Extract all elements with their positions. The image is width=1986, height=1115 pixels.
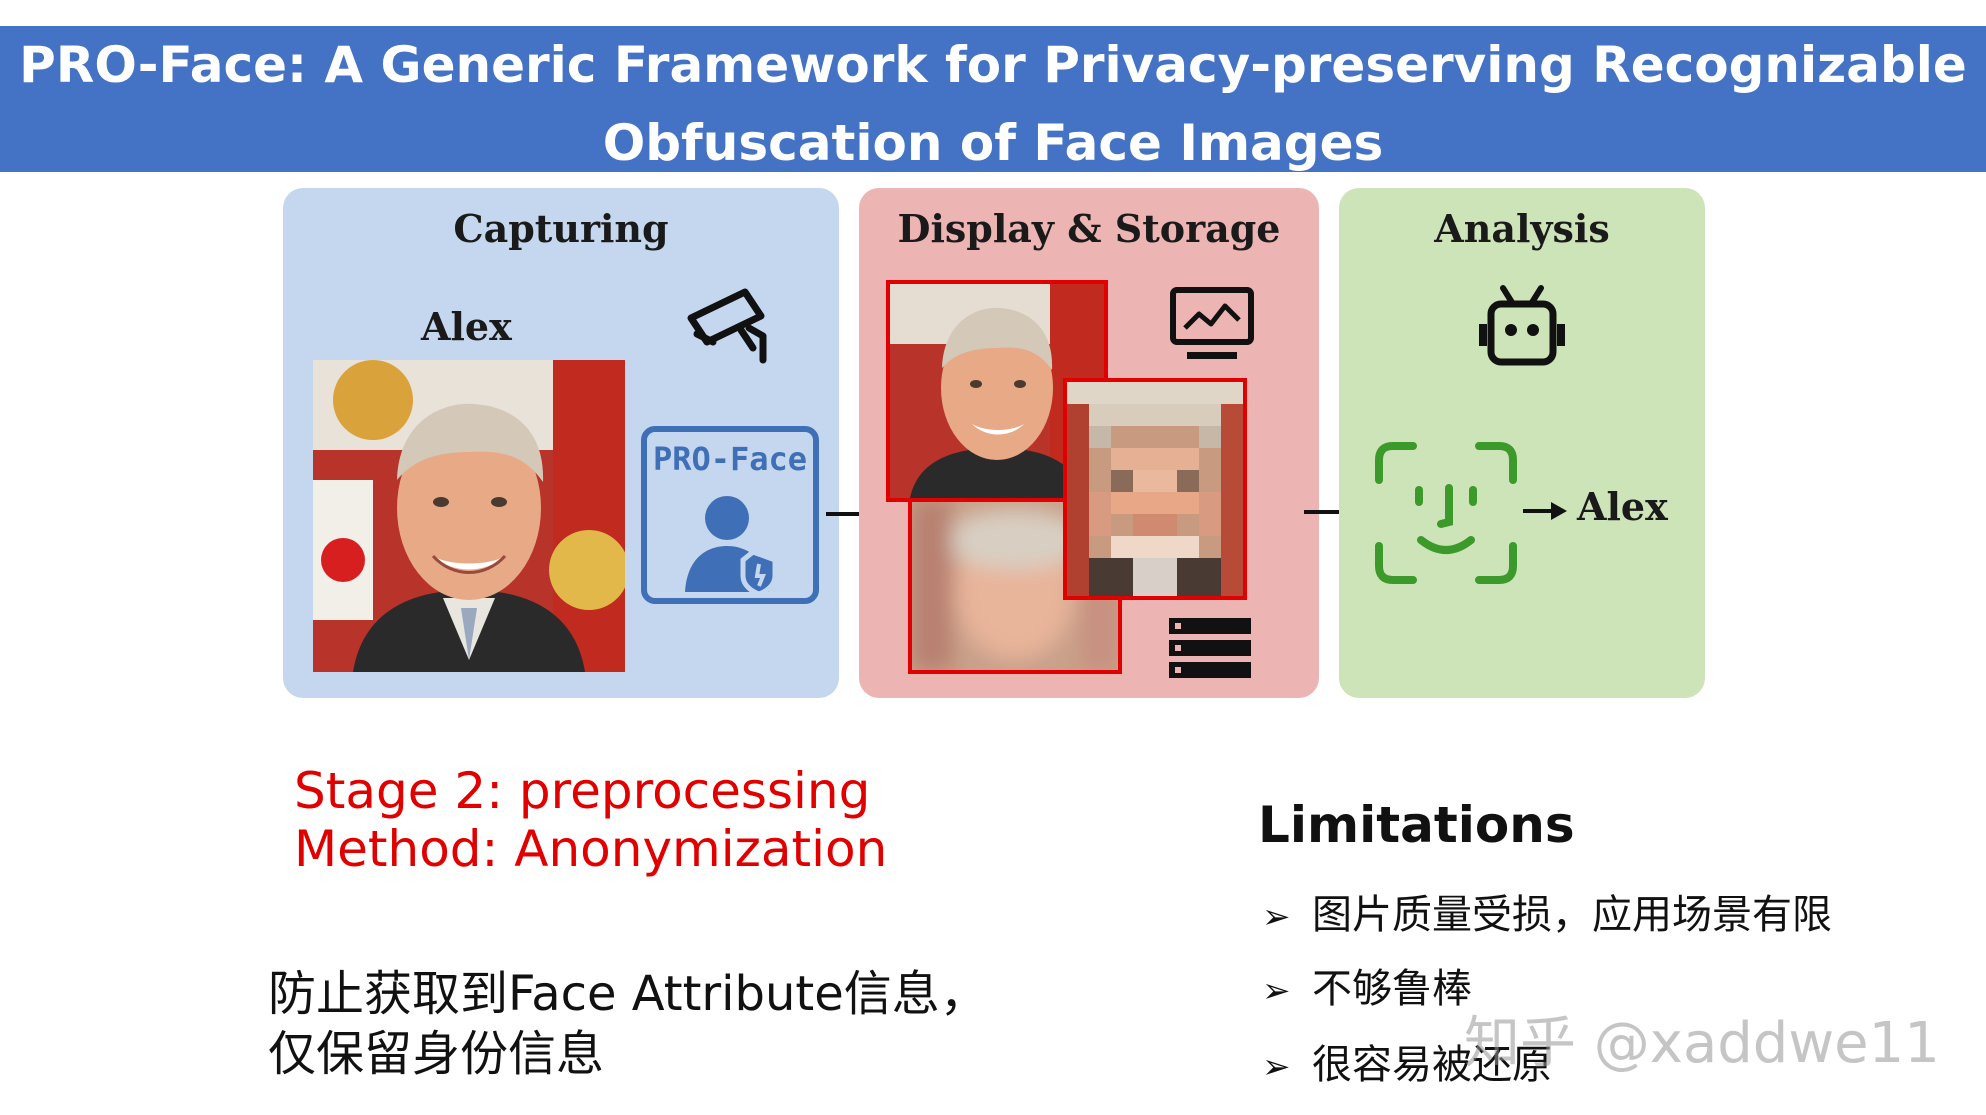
analysis-title: Analysis xyxy=(1434,206,1610,251)
alex-face-photo xyxy=(313,360,625,672)
slide-title-line-1: PRO-Face: A Generic Framework for Privac… xyxy=(19,36,1967,94)
person-label: Alex xyxy=(421,304,512,349)
slide-title-line-2: Obfuscation of Face Images xyxy=(602,114,1384,172)
pro-face-badge: PRO-Face xyxy=(641,426,819,604)
user-shield-icon xyxy=(677,488,787,598)
stage-line: Stage 2: preprocessing xyxy=(294,762,871,820)
arrow-bullet-icon: ➢ xyxy=(1262,1047,1291,1087)
display-storage-panel: Display & Storage xyxy=(859,188,1319,698)
goal-line-2: 仅保留身份信息 xyxy=(268,1026,605,1082)
analysis-panel: Analysis xyxy=(1339,188,1705,698)
limitation-item: ➢很容易被还原 xyxy=(1262,1042,1552,1088)
goal-line-1: 防止获取到Face Attribute信息， xyxy=(268,966,988,1022)
server-storage-icon xyxy=(1167,616,1253,680)
display-storage-title: Display & Storage xyxy=(897,206,1281,251)
limitations-title: Limitations xyxy=(1258,796,1575,854)
capturing-panel: Capturing Alex xyxy=(283,188,839,698)
arrow-to-result xyxy=(1523,499,1569,527)
pro-face-badge-label: PRO-Face xyxy=(652,440,808,478)
capturing-title: Capturing xyxy=(453,206,669,251)
slide-title: PRO-Face: A Generic Framework for Privac… xyxy=(0,26,1986,172)
pixelated-face-photo xyxy=(1063,378,1247,600)
face-id-icon xyxy=(1373,440,1519,586)
limitation-item: ➢图片质量受损，应用场景有限 xyxy=(1262,892,1832,938)
stage-description: Stage 2: preprocessing Method: Anonymiza… xyxy=(294,762,887,878)
arrow-bullet-icon: ➢ xyxy=(1262,897,1291,937)
monitor-chart-icon xyxy=(1167,286,1257,366)
robot-icon xyxy=(1477,284,1567,368)
method-line: Method: Anonymization xyxy=(294,820,888,878)
goal-description: 防止获取到Face Attribute信息， 仅保留身份信息 xyxy=(268,964,988,1084)
limitation-item: ➢不够鲁棒 xyxy=(1262,966,1472,1012)
arrow-bullet-icon: ➢ xyxy=(1262,971,1291,1011)
result-label: Alex xyxy=(1577,484,1668,529)
watermark: 知乎 @xaddwe11 xyxy=(1464,1011,1940,1076)
security-camera-icon xyxy=(683,286,773,366)
